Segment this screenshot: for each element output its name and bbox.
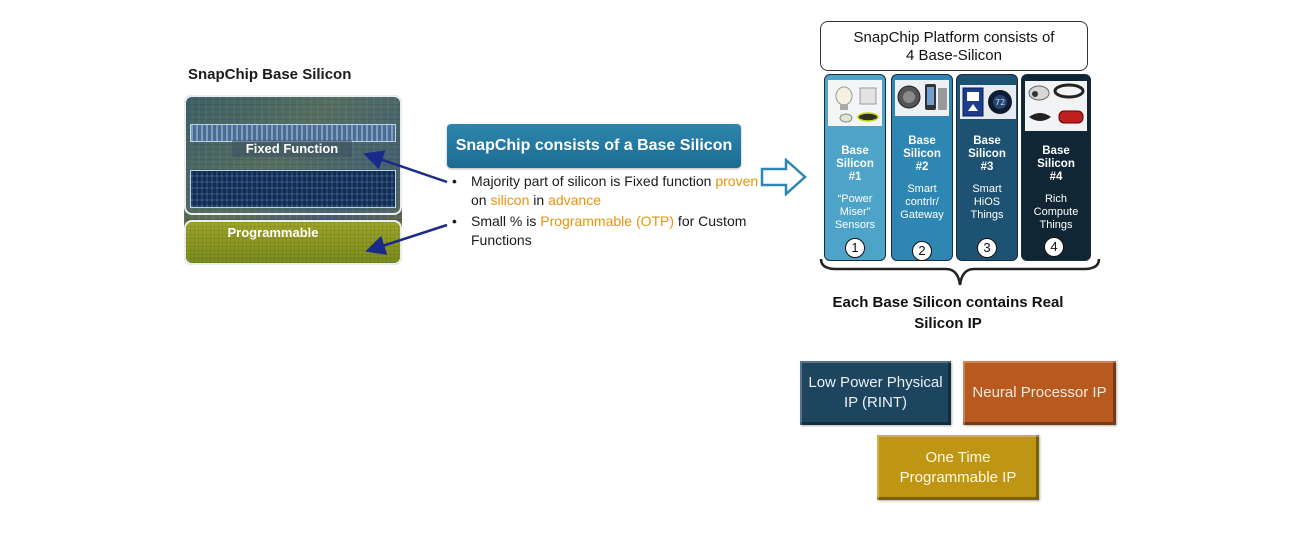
fixed-function-label: Fixed Function [232, 140, 352, 157]
column-number-badge: 4 [1044, 237, 1064, 257]
col4-sub1: Rich [1044, 193, 1067, 205]
bullet-programmable: Small % is Programmable (OTP) for Custom… [452, 212, 762, 250]
sensor-devices-icon [828, 80, 882, 126]
col1-sub1: “Power [837, 193, 873, 205]
arrow-to-programmable [365, 223, 448, 255]
col2-sub2: contrlr/ [905, 196, 939, 208]
arrow-to-fixed-function [363, 150, 448, 184]
column-number-badge: 2 [912, 241, 932, 261]
col1-sub2: Miser” [839, 206, 871, 218]
curly-brace-icon [819, 258, 1101, 286]
bullet1-text-2: on [471, 192, 491, 208]
smart-things-icon-graphic: 72 [962, 87, 1012, 117]
gateway-devices-icon [895, 80, 949, 116]
col1-sub3: Sensors [834, 219, 876, 231]
flow-arrow-icon [760, 158, 807, 196]
base-silicon-column-2: Base Silicon #2 Smart contrlr/ Gateway 2 [891, 74, 953, 261]
otp-ip-label: One Time Programmable IP [899, 448, 1017, 486]
col3-head3: #3 [980, 161, 994, 173]
snapchip-header: SnapChip consists of a Base Silicon [447, 124, 741, 168]
base-silicon-title: SnapChip Base Silicon [188, 66, 352, 83]
bullet1-text-1: Majority part of silicon is Fixed functi… [471, 173, 716, 189]
otp-ip-block: One Time Programmable IP [877, 435, 1039, 500]
snapchip-bullets: Majority part of silicon is Fixed functi… [452, 172, 762, 252]
neural-processor-ip-label: Neural Processor IP [972, 384, 1107, 401]
col4-head3: #4 [1049, 171, 1063, 183]
platform-title: SnapChip Platform consists of 4 Base-Sil… [820, 21, 1088, 71]
low-power-ip-label: Low Power Physical IP (RINT) [808, 374, 943, 411]
col1-head1: Base [841, 145, 869, 157]
col1-head3: #1 [848, 171, 862, 183]
col2-head1: Base [908, 135, 936, 147]
each-base-silicon-text: Each Base Silicon contains Real Silicon … [820, 292, 1076, 334]
bullet1-advance: advance [548, 192, 601, 208]
compute-devices-icon-graphic [1028, 83, 1085, 124]
col2-sub3: Gateway [900, 209, 944, 221]
col2-head3: #2 [915, 161, 929, 173]
bullet-fixed: Majority part of silicon is Fixed functi… [452, 172, 762, 210]
platform-title-line1: SnapChip Platform consists of [853, 29, 1055, 46]
bullet1-silicon: silicon [490, 192, 530, 208]
col4-sub2: Compute [1033, 206, 1079, 218]
neural-processor-ip-block: Neural Processor IP [963, 361, 1116, 425]
col4-head1: Base [1042, 145, 1070, 157]
svg-text:72: 72 [995, 98, 1005, 107]
base-silicon-column-4: Base Silicon #4 Rich Compute Things 4 [1021, 74, 1091, 261]
column-number-badge: 3 [977, 238, 997, 258]
bullet2-text-1: Small % is [471, 213, 541, 229]
each-text-line1: Each Base Silicon contains Real [832, 294, 1064, 311]
col3-sub1: Smart [972, 183, 1002, 195]
col3-head1: Base [973, 135, 1001, 147]
compute-devices-icon [1025, 81, 1087, 131]
programmable-label: Programmable [227, 225, 319, 240]
base-silicon-column-3: 72 Base Silicon #3 Smart HiOS Things 3 [956, 74, 1018, 261]
sensor-devices-icon-graphic [835, 86, 879, 123]
col3-sub3: Things [970, 209, 1004, 221]
col4-sub3: Things [1039, 219, 1073, 231]
gateway-devices-icon-graphic [897, 84, 947, 110]
base-silicon-column-1: Base Silicon #1 “Power Miser” Sensors 1 [824, 74, 886, 261]
bullet2-programmable: Programmable (OTP) [540, 213, 675, 229]
smart-things-icon: 72 [960, 85, 1016, 119]
each-text-line2: Silicon IP [914, 315, 982, 332]
column-number-badge: 1 [845, 238, 865, 258]
col2-sub1: Smart [907, 183, 937, 195]
col1-head2: Silicon [836, 158, 874, 170]
col3-sub2: HiOS [973, 196, 1001, 208]
col2-head2: Silicon [903, 148, 941, 160]
fixed-function-block [190, 170, 396, 208]
bullet2-text-2: for Custom Functions [471, 213, 747, 248]
bullet1-proven: proven [715, 173, 759, 189]
low-power-ip-block: Low Power Physical IP (RINT) [800, 361, 951, 425]
col4-head2: Silicon [1037, 158, 1075, 170]
col3-head2: Silicon [968, 148, 1006, 160]
platform-title-line2: 4 Base-Silicon [906, 47, 1002, 64]
bullet1-text-3: in [529, 192, 549, 208]
programmable-region [184, 220, 402, 265]
